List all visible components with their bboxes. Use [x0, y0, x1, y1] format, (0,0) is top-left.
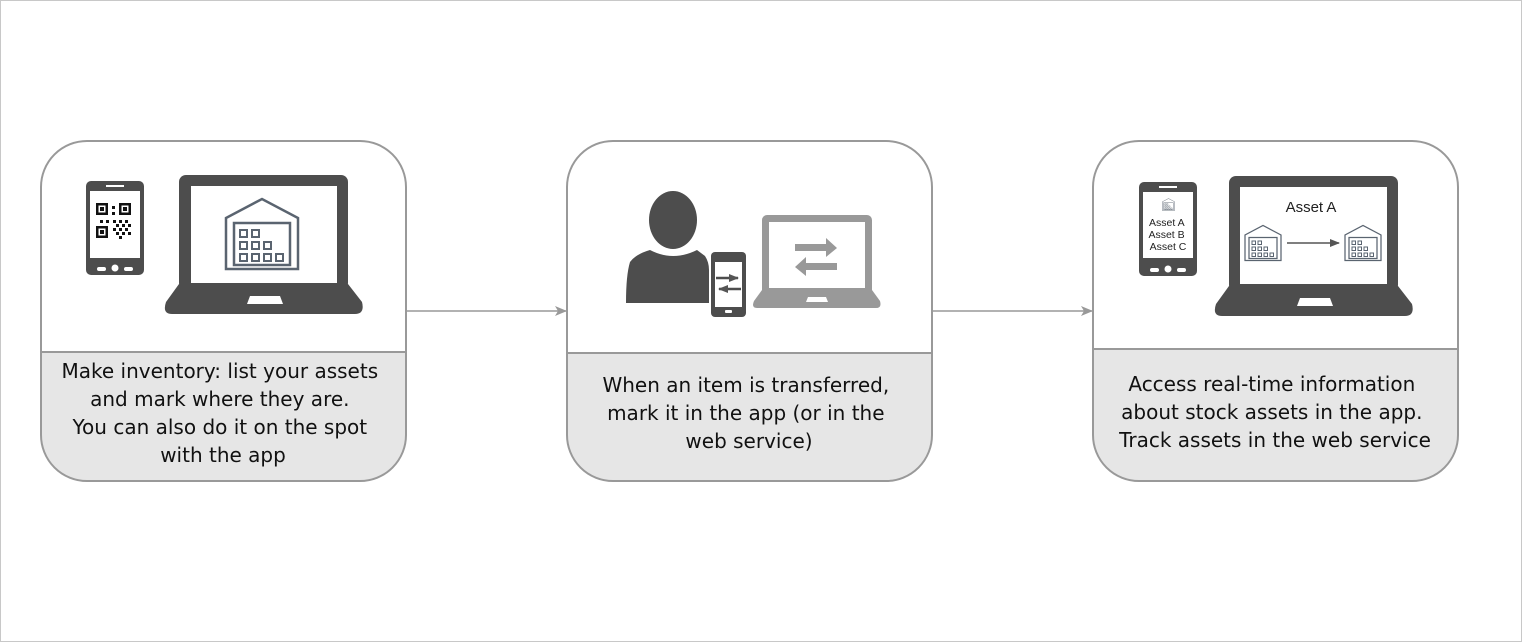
phone-transfer-icon — [711, 252, 746, 317]
person-icon — [626, 191, 709, 303]
step-3-caption: Access real-time information about stock… — [1118, 372, 1431, 452]
step-card-inventory: Make inventory: list your assets and mar… — [40, 140, 407, 482]
phone-asset-list: Asset A Asset B Asset C — [1148, 217, 1187, 253]
laptop-transfer-icon — [753, 215, 881, 308]
step-card-tracking: Asset A Asset B Asset C Asset A Access r… — [1092, 140, 1459, 482]
laptop-asset-title: Asset A — [1286, 199, 1337, 216]
step-1-caption: Make inventory: list your assets and mar… — [62, 359, 385, 467]
phone-asset-list-icon: Asset A Asset B Asset C — [1139, 182, 1197, 276]
step-card-transfer: When an item is transferred, mark it in … — [566, 140, 933, 482]
step-2-caption: When an item is transferred, mark it in … — [602, 373, 895, 453]
laptop-asset-tracking-icon: Asset A — [1214, 176, 1413, 316]
laptop-warehouse-icon — [164, 175, 363, 314]
phone-qr-icon — [86, 181, 144, 275]
